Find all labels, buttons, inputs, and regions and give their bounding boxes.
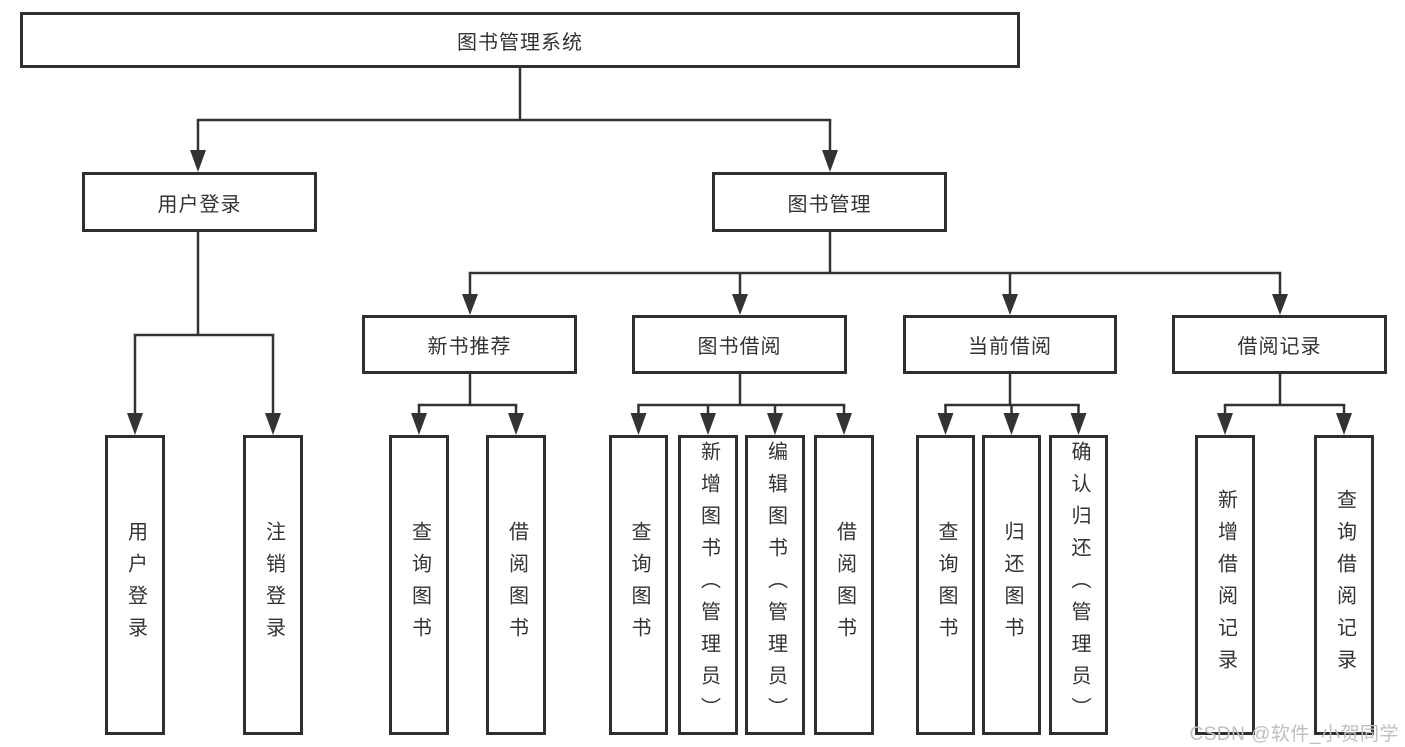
leaf-logout: 注销登录 [243,435,303,735]
node-label: 归还图书 [1001,521,1023,649]
node-new-book-recommendation: 新书推荐 [362,315,577,374]
leaf-borrow-books-recommend: 借阅图书 [486,435,546,735]
node-label: 查询图书 [408,521,431,649]
node-borrowing-records: 借阅记录 [1172,315,1387,374]
node-label: 当前借阅 [968,336,1052,358]
leaf-borrow-books: 借阅图书 [814,435,874,735]
node-book-borrowing: 图书借阅 [632,315,847,374]
node-label: 确认归还（管理员） [1068,441,1090,729]
node-label: 借阅图书 [505,521,528,649]
node-label: 用户登录 [157,193,242,216]
leaf-query-borrow-record: 查询借阅记录 [1314,435,1374,735]
leaf-add-books-admin: 新增图书（管理员） [678,435,738,735]
node-label: 注销登录 [262,521,285,649]
node-label: 图书借阅 [697,336,782,358]
node-label: 查询借阅记录 [1333,489,1356,681]
leaf-query-books-borrowing: 查询图书 [609,435,668,735]
leaf-query-books-recommend: 查询图书 [389,435,449,735]
leaf-edit-books-admin: 编辑图书（管理员） [745,435,805,735]
leaf-user-login: 用户登录 [105,435,165,735]
node-book-management-branch: 图书管理 [712,172,947,232]
node-label: 查询图书 [935,521,957,649]
leaf-add-borrow-record: 新增借阅记录 [1195,435,1255,735]
node-label: 新增图书（管理员） [697,441,720,729]
node-label: 查询图书 [628,521,650,649]
csdn-watermark: CSDN @软件_小贺同学 [1189,724,1399,745]
node-book-management-system: 图书管理系统 [20,12,1020,68]
node-label: 图书管理 [787,193,872,216]
arrowheads [127,150,1352,435]
node-label: 编辑图书（管理员） [764,441,787,729]
node-label: 图书管理系统 [457,31,583,54]
node-label: 新书推荐 [427,336,512,358]
node-current-borrowing: 当前借阅 [903,315,1117,374]
leaf-return-books: 归还图书 [982,435,1041,735]
node-label: 用户登录 [124,521,147,649]
node-user-login-branch: 用户登录 [82,172,317,232]
leaf-confirm-return-admin: 确认归还（管理员） [1049,435,1108,735]
node-label: 新增借阅记录 [1214,489,1237,681]
node-label: 借阅图书 [833,521,856,649]
leaf-query-books-current: 查询图书 [916,435,975,735]
node-label: 借阅记录 [1237,336,1322,358]
